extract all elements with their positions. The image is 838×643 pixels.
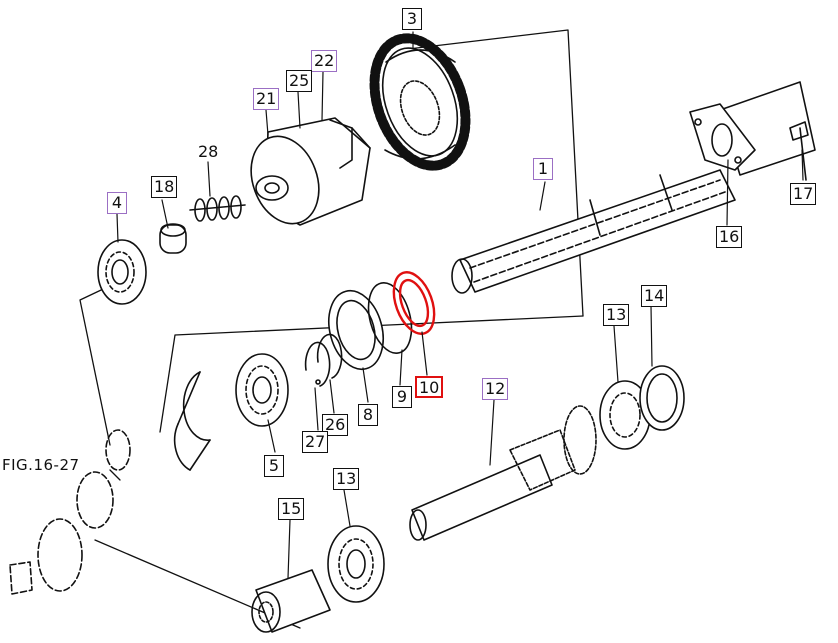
callout-part-10: 10 bbox=[415, 376, 444, 398]
callout-part-13-upper: 13 bbox=[603, 304, 630, 326]
bearing-part-5 bbox=[173, 353, 289, 471]
circlip-parts-26-27 bbox=[304, 333, 343, 387]
sleeve-part-15 bbox=[251, 569, 331, 633]
callout-part-9: 9 bbox=[392, 386, 412, 408]
callout-part-21: 21 bbox=[253, 88, 280, 110]
adjacent-figure-fragment bbox=[9, 429, 131, 595]
callout-part-14: 14 bbox=[641, 285, 668, 307]
callout-part-26: 26 bbox=[322, 414, 349, 436]
snap-ring-part-10-highlighted bbox=[392, 271, 436, 335]
callout-part-13-lower: 13 bbox=[333, 468, 360, 490]
callout-part-5: 5 bbox=[264, 455, 284, 477]
ring-parts-8-9 bbox=[328, 282, 413, 371]
callout-part-3: 3 bbox=[402, 8, 422, 30]
clutch-drum-part-21-22-25 bbox=[250, 117, 371, 226]
callout-part-16: 16 bbox=[716, 226, 743, 248]
large-gear-part-3 bbox=[369, 33, 471, 171]
bearing-part-13-lower bbox=[327, 525, 385, 603]
callout-part-1: 1 bbox=[533, 158, 553, 180]
callout-part-25: 25 bbox=[286, 70, 313, 92]
label-part-28: 28 bbox=[198, 142, 219, 161]
callout-part-8: 8 bbox=[358, 404, 378, 426]
callout-part-17: 17 bbox=[790, 183, 817, 205]
callout-part-15: 15 bbox=[278, 498, 305, 520]
callout-part-18: 18 bbox=[151, 176, 178, 198]
callout-part-4: 4 bbox=[107, 192, 127, 214]
housing-part-16 bbox=[689, 81, 816, 176]
spring-part-28 bbox=[189, 195, 246, 222]
bushing-part-18 bbox=[159, 223, 187, 254]
callout-part-27: 27 bbox=[302, 431, 329, 453]
bearing-part-13-upper bbox=[599, 380, 651, 450]
ring-part-14 bbox=[639, 365, 685, 431]
splined-shaft-part-1 bbox=[451, 169, 736, 294]
bearing-part-4 bbox=[97, 239, 147, 305]
callout-part-22: 22 bbox=[311, 50, 338, 72]
leader-lines bbox=[116, 31, 804, 579]
output-shaft-part-12 bbox=[409, 405, 597, 541]
bolt-part-17 bbox=[789, 121, 809, 181]
figure-reference-label: FIG.16-27 bbox=[2, 456, 80, 474]
callout-part-12: 12 bbox=[482, 378, 509, 400]
